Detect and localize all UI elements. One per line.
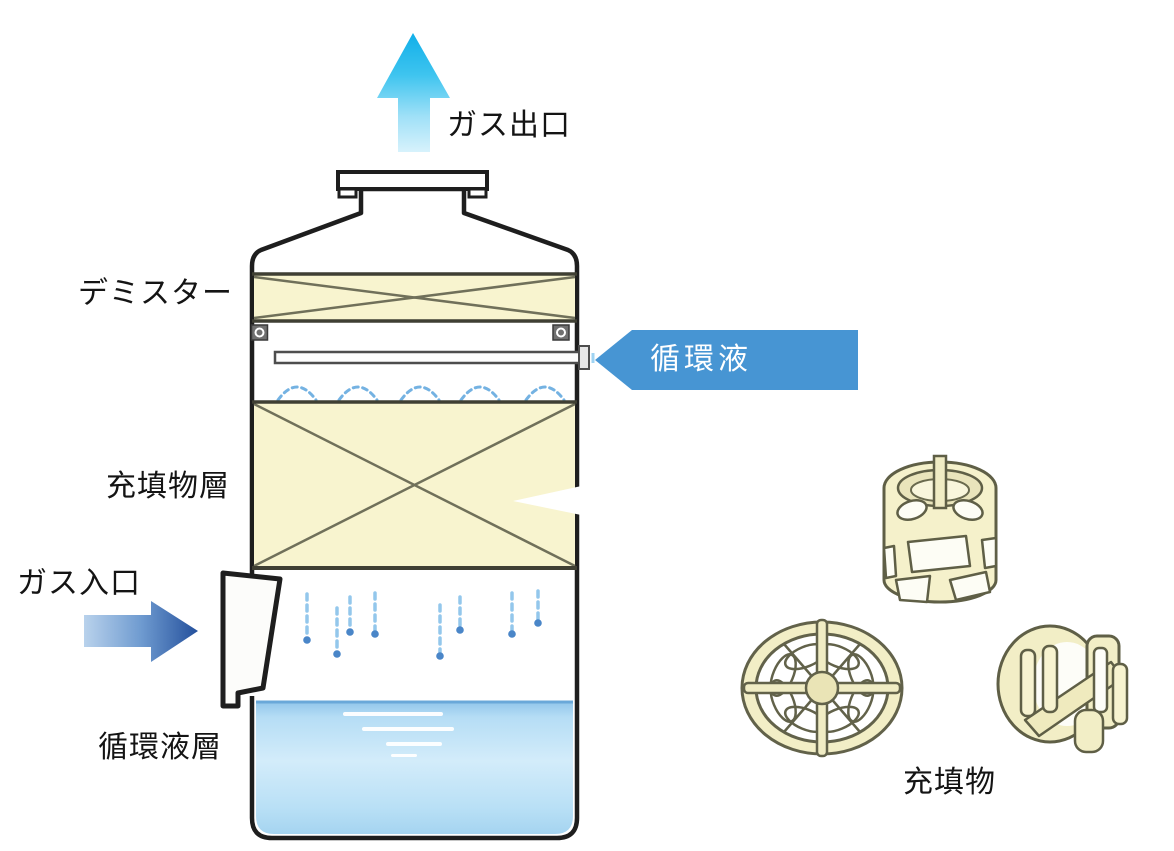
gas-inlet-duct bbox=[220, 570, 283, 709]
packing-band bbox=[252, 400, 577, 570]
gas-inlet-arrow-icon bbox=[84, 601, 198, 662]
liquid-pool bbox=[256, 700, 573, 834]
circulating-liquid-banner-arrow-icon bbox=[595, 330, 858, 390]
demister-band bbox=[252, 272, 577, 323]
packing-label: 充填物 bbox=[903, 766, 996, 799]
spray-header-supports bbox=[250, 324, 570, 341]
wheel-ring-icon bbox=[740, 618, 904, 758]
circulating-liquid-label: 循環液 bbox=[650, 343, 752, 376]
saddle-ring-icon bbox=[996, 624, 1129, 754]
gas-outlet-label: ガス出口 bbox=[447, 109, 571, 142]
packing-layer-label: 充填物層 bbox=[106, 470, 230, 503]
gas-outlet-arrow-icon bbox=[377, 33, 450, 152]
pall-ring-icon bbox=[882, 454, 998, 604]
spray-nozzles bbox=[276, 385, 566, 402]
packing-callout-wedge bbox=[513, 485, 586, 516]
demister-label: デミスター bbox=[78, 277, 233, 310]
top-flange bbox=[336, 170, 489, 199]
gas-inlet-label: ガス入口 bbox=[17, 567, 141, 600]
circulating-liquid-layer-label: 循環液層 bbox=[98, 731, 222, 764]
spray-pipe bbox=[273, 345, 595, 370]
falling-droplets bbox=[303, 589, 542, 660]
